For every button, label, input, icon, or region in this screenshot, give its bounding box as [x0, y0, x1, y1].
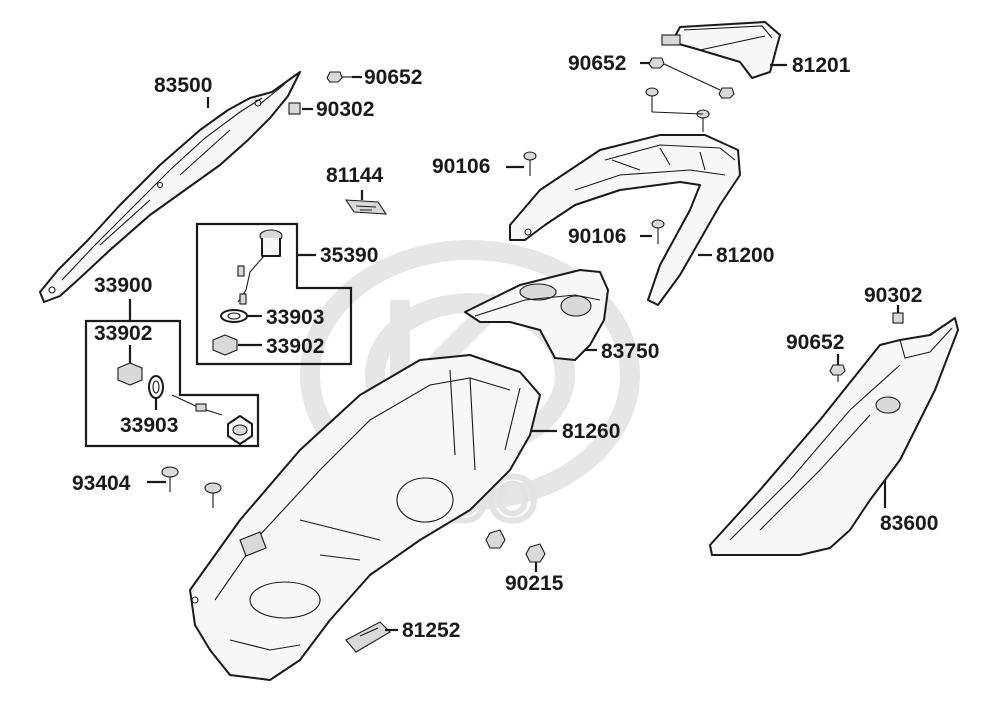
part-label: 35390	[320, 244, 378, 267]
part-label: 33902	[266, 335, 324, 358]
socket-kit-box-33900	[84, 319, 260, 448]
part-label: 83500	[154, 74, 212, 97]
rear-cap-81201	[661, 21, 781, 79]
part-label: 81201	[792, 54, 851, 77]
nuts-90215	[485, 529, 546, 563]
part-label: 90302	[316, 98, 374, 121]
part-label: 90106	[568, 225, 626, 248]
rear-carrier-81200	[509, 134, 741, 306]
part-label: 81200	[716, 244, 774, 267]
part-label: 90652	[568, 52, 626, 75]
inner-cover-83750	[464, 269, 609, 361]
clip-90302-top	[288, 102, 301, 115]
label-plate-81144	[344, 199, 388, 215]
screw-90652-top	[326, 71, 352, 83]
clip-90302-right	[892, 312, 904, 324]
part-label: 33903	[120, 414, 178, 437]
part-label: 90302	[864, 284, 922, 307]
right-side-cover-83600	[709, 317, 959, 556]
part-label: 33900	[94, 274, 152, 297]
leader-lines	[128, 61, 900, 632]
screws-90652-rack	[648, 57, 735, 99]
part-label: 83600	[880, 512, 938, 535]
part-label: 83750	[601, 340, 659, 363]
part-label: 33903	[266, 306, 324, 329]
part-label: 90652	[786, 331, 844, 354]
part-label: 90106	[432, 155, 490, 178]
part-label: 81144	[326, 164, 384, 187]
tag-81252	[345, 621, 391, 653]
part-label: 81260	[562, 420, 620, 443]
part-label: 90215	[505, 572, 564, 595]
part-label: 81252	[402, 619, 460, 642]
socket-kit-box-35390	[195, 222, 353, 366]
helmet-box-81260	[189, 354, 541, 681]
bolts-93404	[161, 466, 222, 508]
part-label: 33902	[94, 322, 152, 345]
bolts-90106	[523, 87, 710, 244]
part-labels: 83500 90652 90302 81144 35390 33903 3390…	[72, 52, 938, 642]
left-side-cover-83500	[39, 71, 301, 303]
screw-90652-right	[829, 364, 846, 382]
part-label: 90652	[364, 66, 422, 89]
part-label: 93404	[72, 472, 131, 495]
